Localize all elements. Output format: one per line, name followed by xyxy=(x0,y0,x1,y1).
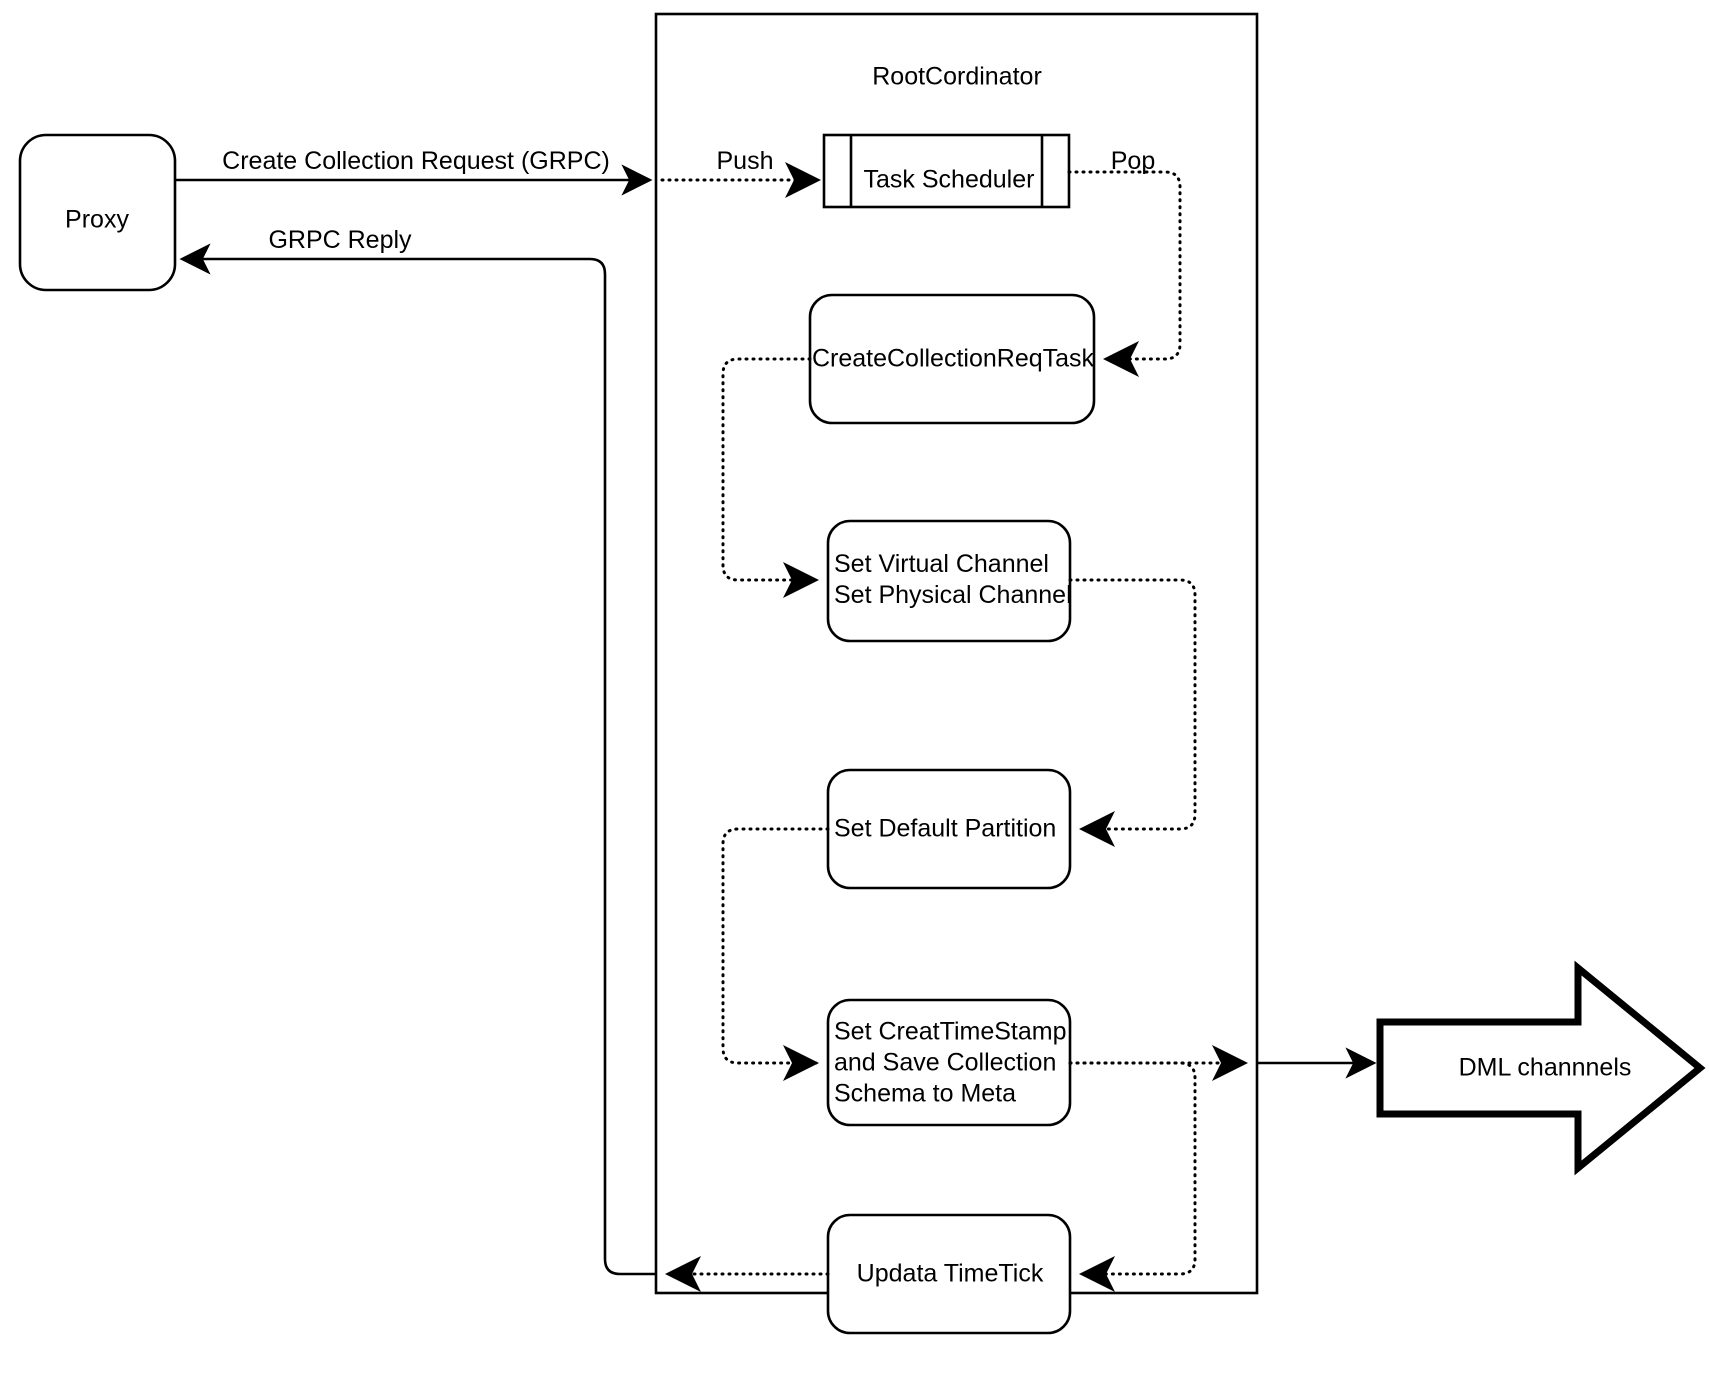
proxy-node-shape[interactable] xyxy=(18,133,177,292)
edge-label-pop: Pop xyxy=(1110,147,1156,175)
edge-pop xyxy=(1067,170,1182,377)
edge-grpc-reply xyxy=(179,243,656,1276)
set-channel-node-shape[interactable] xyxy=(826,519,1072,643)
edge-createtask-to-setchannel xyxy=(721,357,819,598)
edge-label-grpc-reply: GRPC Reply xyxy=(268,226,412,254)
edge-label-push: Push xyxy=(716,147,774,175)
edge-createtimestamp-to-updatetimetick xyxy=(1068,1061,1197,1292)
edge-label-create-collection-request: Create Collection Request (GRPC) xyxy=(222,147,610,175)
edge-setchannel-to-defaultpartition xyxy=(1068,578,1197,847)
set-default-partition-node-shape[interactable] xyxy=(826,768,1072,890)
set-create-timestamp-node-shape[interactable] xyxy=(826,998,1072,1127)
update-timetick-node-shape[interactable] xyxy=(826,1213,1072,1335)
edge-defaultpartition-to-createtimestamp xyxy=(721,827,830,1081)
task-scheduler-node-shape[interactable] xyxy=(822,133,1071,209)
dml-channels-node-shape[interactable] xyxy=(1376,960,1706,1176)
create-collection-req-task-node-shape[interactable] xyxy=(808,293,1096,425)
